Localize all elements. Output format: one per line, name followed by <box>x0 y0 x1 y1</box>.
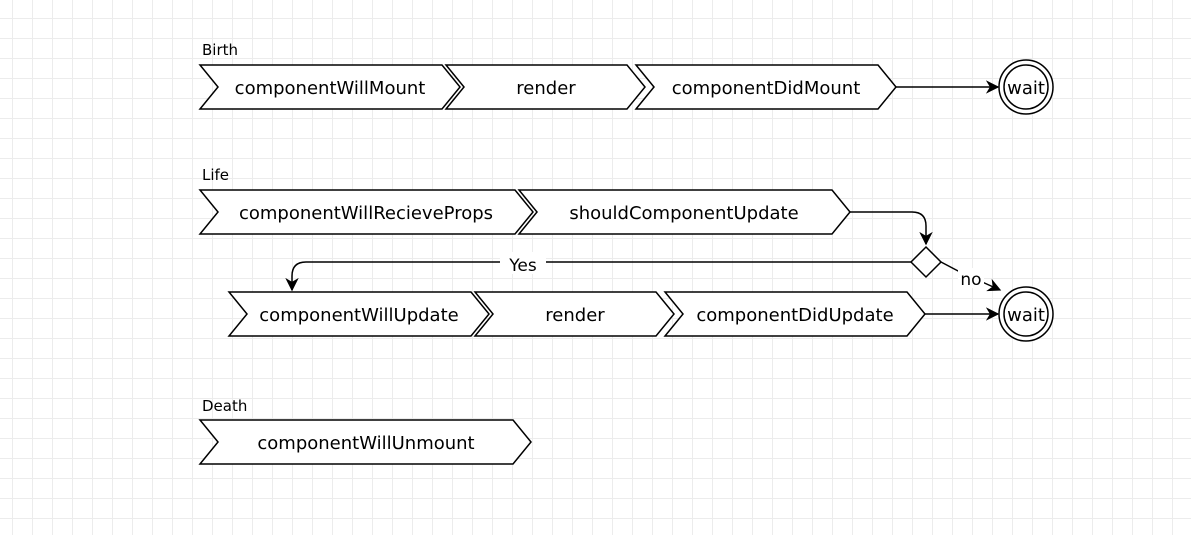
step-shouldComponentUpdate[interactable]: shouldComponentUpdate <box>517 189 851 235</box>
edge-label-yes: Yes <box>508 256 537 276</box>
step-componentWillMount[interactable]: componentWillMount <box>198 64 461 110</box>
section-label-life: Life <box>202 166 229 184</box>
step-componentWillUnmount[interactable]: componentWillUnmount <box>198 419 532 465</box>
step-label: componentWillUnmount <box>257 433 474 454</box>
decision-diamond[interactable] <box>909 245 943 279</box>
step-label: componentDidUpdate <box>696 305 893 326</box>
step-label: componentWillMount <box>235 78 426 99</box>
edge-should-to-decision <box>850 211 933 246</box>
step-render-update[interactable]: render <box>473 291 675 337</box>
step-label: componentWillRecieveProps <box>239 203 493 224</box>
edge-yes <box>285 261 911 292</box>
state-label: wait <box>1007 78 1045 99</box>
state-label: wait <box>1007 305 1045 326</box>
step-componentWillRecieveProps[interactable]: componentWillRecieveProps <box>198 189 534 235</box>
state-wait-life[interactable]: wait <box>998 286 1054 342</box>
step-label: componentWillUpdate <box>259 305 458 326</box>
section-label-birth: Birth <box>202 41 238 59</box>
step-label: componentDidMount <box>672 78 861 99</box>
step-componentWillUpdate[interactable]: componentWillUpdate <box>227 291 490 337</box>
state-wait-birth[interactable]: wait <box>998 59 1054 115</box>
step-render-birth[interactable]: render <box>444 64 646 110</box>
step-label: render <box>545 305 605 326</box>
step-label: shouldComponentUpdate <box>569 203 798 224</box>
section-label-death: Death <box>202 397 247 415</box>
step-label: render <box>516 78 576 99</box>
step-componentDidMount[interactable]: componentDidMount <box>634 64 897 110</box>
edge-label-no: no <box>960 270 981 290</box>
step-componentDidUpdate[interactable]: componentDidUpdate <box>663 291 926 337</box>
